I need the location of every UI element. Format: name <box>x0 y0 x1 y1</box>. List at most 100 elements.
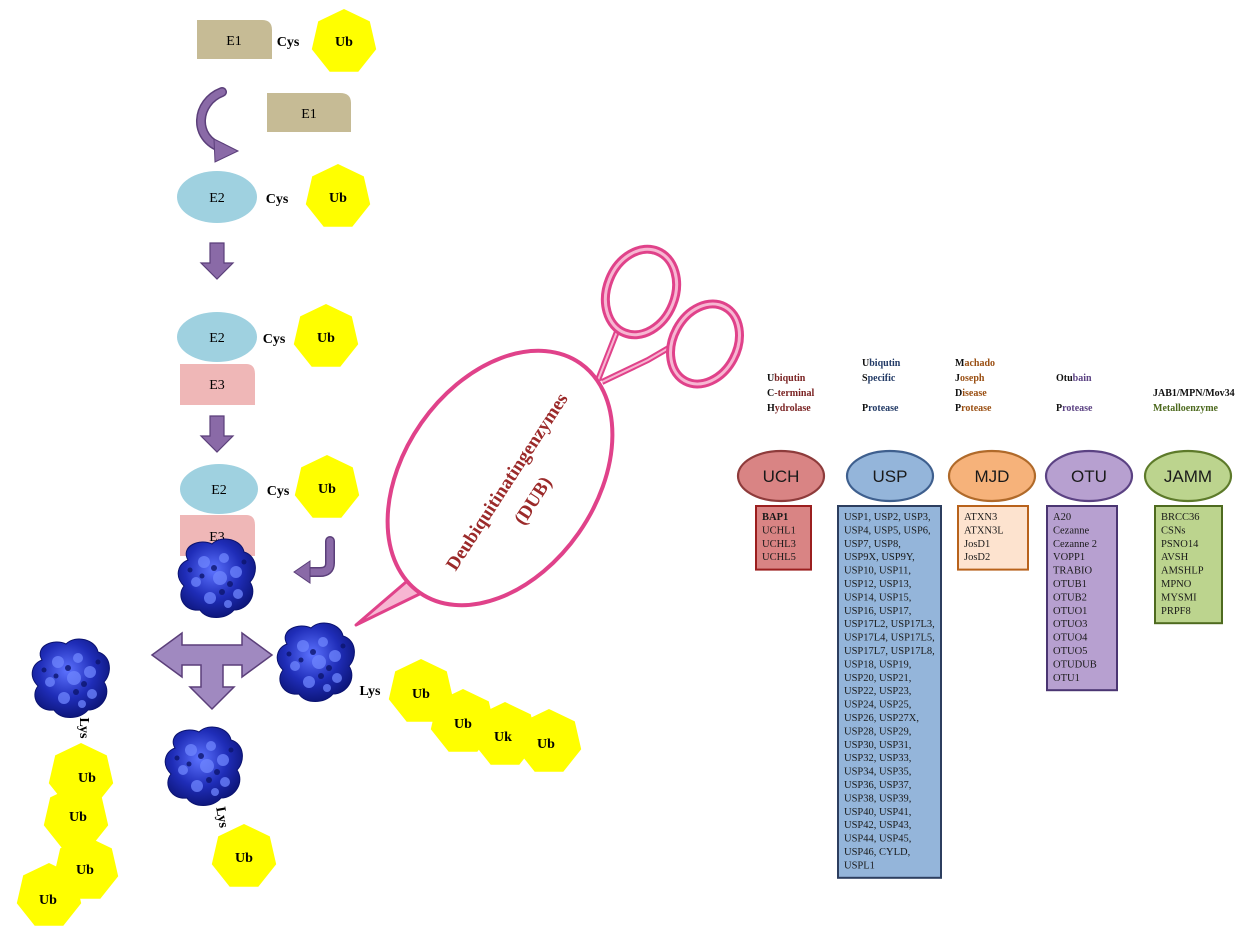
uch-members-box <box>755 505 812 571</box>
usp-member: USP14, USP15, <box>844 592 911 603</box>
usp-member: USP17L4, USP17L5, <box>844 633 935 644</box>
usp-member: USP34, USP35, <box>844 767 911 778</box>
uch-member: UCHL3 <box>762 539 796 550</box>
jamm-member: PSNO14 <box>1161 539 1199 550</box>
otu-member: TRABIO <box>1053 566 1093 577</box>
usp-member: USP12, USP13, <box>844 579 911 590</box>
usp-members-box <box>837 505 942 879</box>
usp-member: USP16, USP17, <box>844 606 911 617</box>
e1-label-released: E1 <box>301 107 317 122</box>
uch-node <box>736 449 826 503</box>
usp-member: USP24, USP25, <box>844 700 911 711</box>
uch-caption-line: Hydrolase <box>767 403 811 414</box>
e2-label: E2 <box>209 191 225 206</box>
protein-left <box>31 638 110 718</box>
e3-label: E3 <box>209 378 225 393</box>
family-jamm: JAB1/MPN/Mov34MetalloenzymeJAMMBRCC36CSN… <box>1143 388 1235 625</box>
otu-member: OTUO4 <box>1053 633 1088 644</box>
cys-label-4: Cys <box>267 484 290 499</box>
uch-member: BAP1 <box>762 512 788 523</box>
usp-member: USPL1 <box>844 860 875 871</box>
usp-member: USP1, USP2, USP3, <box>844 512 931 523</box>
down-arrow-icon <box>199 242 235 280</box>
mjd-caption-line: Machado <box>955 358 995 369</box>
usp-node <box>845 449 935 503</box>
e2-enzyme <box>177 171 257 223</box>
family-mjd: MachadoJosephDiseaseProteaseMJDATXN3ATXN… <box>947 358 1037 571</box>
usp-code: USP <box>873 467 908 486</box>
mjd-code: MJD <box>975 467 1010 486</box>
usp-caption-line: Specific <box>862 373 896 384</box>
mjd-member: JosD1 <box>964 539 990 550</box>
usp-member: USP20, USP21, <box>844 673 911 684</box>
otu-member: OTUDUB <box>1053 659 1097 670</box>
ub-mono-label: Ub <box>235 851 253 866</box>
e2-label-2: E2 <box>209 331 225 346</box>
otu-member: A20 <box>1053 512 1071 523</box>
mjd-caption-line: Joseph <box>955 373 985 384</box>
usp-member: USP10, USP11, <box>844 566 911 577</box>
ub-chain-right-2-label: Ub <box>454 717 472 732</box>
otu-member: OTUB1 <box>1053 579 1087 590</box>
usp-member: USP28, USP29, <box>844 726 911 737</box>
usp-member: USP9X, USP9Y, <box>844 552 915 563</box>
usp-member: USP26, USP27X, <box>844 713 919 724</box>
mjd-member: JosD2 <box>964 552 990 563</box>
otu-member: Cezanne <box>1053 525 1089 536</box>
ub-chain-left-2-label: Ub <box>69 810 87 825</box>
jamm-member: AVSH <box>1161 552 1189 563</box>
jamm-member: AMSHLP <box>1161 566 1204 577</box>
jamm-caption-line: JAB1/MPN/Mov34 <box>1153 388 1235 399</box>
mjd-member: ATXN3L <box>964 525 1004 536</box>
otu-member: OTUO5 <box>1053 646 1087 657</box>
cys-label-3: Cys <box>263 332 286 347</box>
usp-member: USP46, CYLD, <box>844 847 910 858</box>
ub-chain-right-4-label: Ub <box>537 737 555 752</box>
jamm-member: MYSMI <box>1161 592 1197 603</box>
usp-caption-line: Ubiqutin <box>862 358 901 369</box>
ub-chain-right-3-label: Uk <box>494 730 512 745</box>
otu-member: OTU1 <box>1053 673 1080 684</box>
e1-enzyme <box>197 20 272 59</box>
uch-member: UCHL1 <box>762 525 796 536</box>
e2-enzyme-3 <box>180 464 258 514</box>
ub-label-3: Ub <box>317 331 335 346</box>
usp-member: USP17L2, USP17L3, <box>844 619 935 630</box>
mjd-caption-line: Disease <box>955 388 987 399</box>
usp-caption-line: Protease <box>862 403 899 414</box>
cys-label-2: Cys <box>266 192 289 207</box>
otu-node <box>1044 449 1134 503</box>
usp-member: USP42, USP43, <box>844 820 911 831</box>
otu-members-box <box>1046 505 1118 692</box>
protein-right <box>276 622 355 702</box>
usp-member: USP44, USP45, <box>844 834 911 845</box>
jamm-member: PRPF8 <box>1161 606 1191 617</box>
ub-label-2: Ub <box>329 191 347 206</box>
family-uch: UbiqutinC-terminalHydrolaseUCHBAP1UCHL1U… <box>736 373 826 571</box>
jamm-member: CSNs <box>1161 525 1186 536</box>
usp-member: USP4, USP5, USP6, <box>844 525 931 536</box>
otu-caption-line: Protease <box>1056 403 1093 414</box>
ub-label-1: Ub <box>335 35 353 50</box>
ub-chain-right-1-label: Ub <box>412 687 430 702</box>
dub-families: UbiqutinC-terminalHydrolaseUCHBAP1UCHL1U… <box>736 358 1235 879</box>
otu-member: VOPP1 <box>1053 552 1085 563</box>
e2-enzyme-2 <box>177 312 257 362</box>
ub-chain-left-4-label: Ub <box>39 893 57 908</box>
usp-member: USP36, USP37, <box>844 780 911 791</box>
ub-label-4: Ub <box>318 482 336 497</box>
e1-enzyme-released <box>267 93 351 132</box>
ubiquitination-pathway: E1 Cys Ub E1 E2 Cys Ub E2 Cys Ub E3 <box>16 9 582 926</box>
uch-caption-line: Ubiqutin <box>767 373 806 384</box>
jamm-caption-line: Metalloenzyme <box>1153 403 1219 414</box>
otu-member: OTUO1 <box>1053 606 1087 617</box>
e1-label: E1 <box>226 34 242 49</box>
usp-member: USP32, USP33, <box>844 753 911 764</box>
jamm-code: JAMM <box>1164 467 1212 486</box>
jamm-member: MPNO <box>1161 579 1192 590</box>
otu-caption-line: Otubain <box>1056 373 1092 384</box>
protein-middle <box>164 726 243 806</box>
otu-member: Cezanne 2 <box>1053 539 1097 550</box>
